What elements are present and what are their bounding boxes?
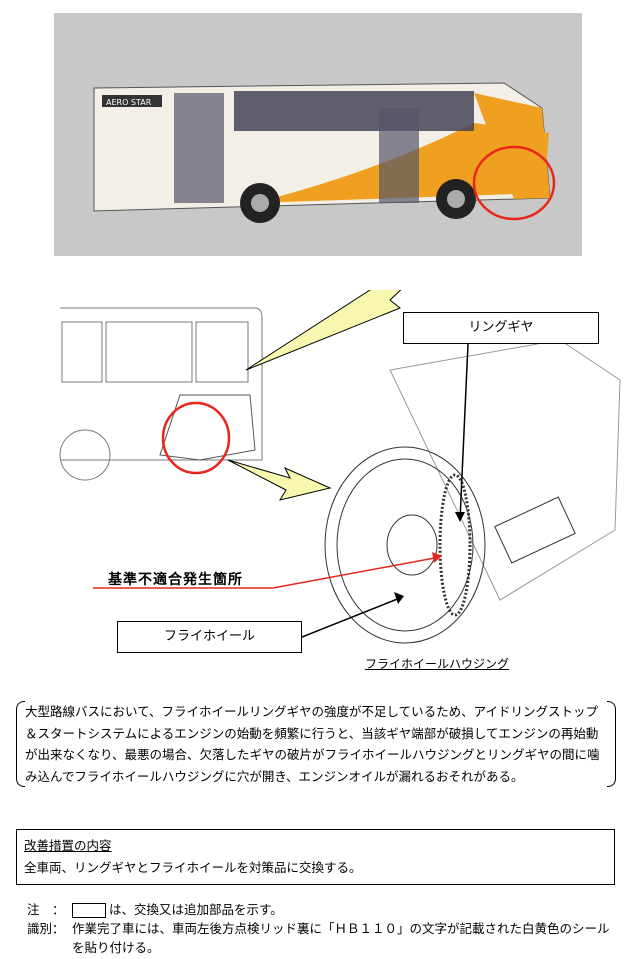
defect-location-label: 基準不適合発生箇所 [108, 572, 243, 588]
legend-box [72, 903, 106, 918]
ring-gear-label: リングギヤ [403, 312, 599, 344]
bus-logo: AERO STAR [106, 98, 152, 107]
bus-photo: AERO STAR [54, 13, 582, 256]
measure-body: 全車両、リングギヤとフライホイールを対策品に交換する。 [24, 860, 362, 875]
id-key: 識別： [27, 921, 65, 936]
highlight-circle [472, 145, 556, 221]
defect-description: 大型路線バスにおいて、フライホイールリングギヤの強度が不足しているため、アイドリ… [16, 701, 616, 787]
note-text: は、交換又は追加部品を示す。 [109, 902, 283, 917]
notes: 注 ： は、交換又は追加部品を示す。 識別： 作業完了車には、車両左後方点検リッ… [27, 900, 617, 957]
id-text: 作業完了車には、車両左後方点検リッド裏に「ＨＢ１１０」の文字が記載された白黄色の… [72, 921, 610, 955]
engine-diagram [59, 290, 621, 644]
flywheel-housing-label: フライホイールハウジング [365, 657, 510, 671]
improvement-measure-box: 改善措置の内容 全車両、リングギヤとフライホイールを対策品に交換する。 [16, 829, 615, 885]
flywheel-label: フライホイール [117, 621, 302, 653]
note-key: 注 ： [27, 902, 65, 917]
measure-title: 改善措置の内容 [24, 838, 112, 853]
description-text: 大型路線バスにおいて、フライホイールリングギヤの強度が不足しているため、アイドリ… [25, 704, 600, 784]
